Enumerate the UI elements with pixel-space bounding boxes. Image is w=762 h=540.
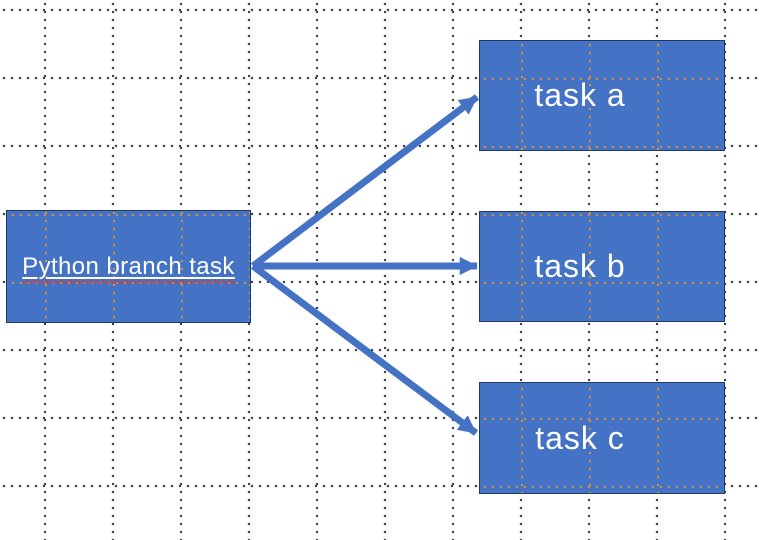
node-task-c[interactable]: task c xyxy=(479,382,725,494)
node-label: task a xyxy=(534,77,626,113)
node-label: task c xyxy=(535,419,625,456)
node-label-text: Python branch task xyxy=(22,252,235,280)
node-python-branch-task[interactable]: Python branch task xyxy=(6,210,251,323)
node-label: Python branch task xyxy=(22,253,235,281)
connector-to-task-a[interactable] xyxy=(250,94,480,269)
connector-to-task-c[interactable] xyxy=(250,263,479,436)
node-task-a[interactable]: task a xyxy=(479,40,725,151)
node-label: task b xyxy=(534,248,626,284)
node-task-b[interactable]: task b xyxy=(479,211,725,322)
